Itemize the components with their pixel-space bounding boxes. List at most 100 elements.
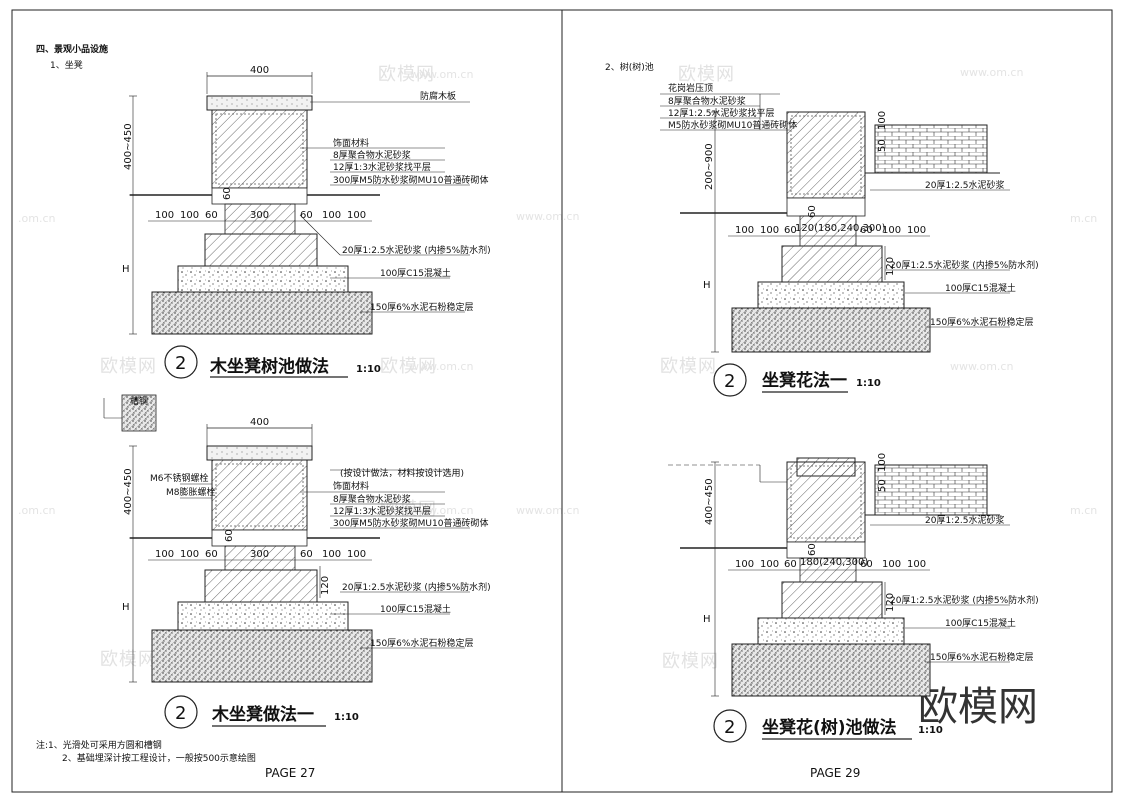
watermark-brand: 欧模网 xyxy=(660,356,717,377)
detail-title: 坐凳花(树)池做法 xyxy=(762,717,897,738)
watermark-brand: 欧模网 xyxy=(662,651,719,672)
brick-wall xyxy=(211,109,308,189)
watermark-brand: 欧模网 xyxy=(100,356,157,377)
concrete-base xyxy=(757,617,905,645)
bottom-dim: 100 xyxy=(882,559,901,570)
bottom-dim: 60 xyxy=(784,559,797,570)
dim-120: 120 xyxy=(320,576,331,595)
bottom-dim: 100 xyxy=(347,210,366,221)
leader-label: 20厚1:2.5水泥砂浆 (内掺5%防水剂) xyxy=(890,594,1039,606)
brick-wall xyxy=(786,461,866,543)
bottom-dim: 100 xyxy=(347,549,366,560)
leader-label: 150厚6%水泥石粉稳定层 xyxy=(930,651,1033,663)
height-dimension: 200~900 xyxy=(704,143,715,190)
detail-scale: 1:10 xyxy=(356,364,381,375)
concrete-base xyxy=(757,281,905,309)
detail-bench-tree-pool-1: 花岗岩压顶 8厚聚合物水泥砂浆 12厚1:2.5水泥砂浆找平层 M5防水砂浆砌M… xyxy=(660,82,1039,397)
bottom-dim: 100 xyxy=(760,225,779,236)
height-dimension: 400~450 xyxy=(123,123,134,170)
bottom-dim: 60 xyxy=(860,559,873,570)
h-dimension: H xyxy=(122,602,130,613)
page-number: PAGE 27 xyxy=(265,766,315,780)
detail-scale: 1:10 xyxy=(856,378,881,389)
wood-seat-cap xyxy=(206,95,313,111)
watermark-url: www.om.cn xyxy=(950,360,1013,373)
dim-120: 120 xyxy=(885,257,896,276)
bottom-dim: 100 xyxy=(155,549,174,560)
footing xyxy=(204,569,318,603)
dim-120: 120 xyxy=(885,593,896,612)
bottom-dim: 100 xyxy=(760,559,779,570)
leader-label: 300厚M5防水砂浆砌MU10普通砖砌体 xyxy=(333,174,488,186)
leader-label: 150厚6%水泥石粉稳定层 xyxy=(370,637,473,649)
detail-title: 坐凳花法一 xyxy=(762,370,847,391)
footing xyxy=(204,233,318,267)
leader-label: 20厚1:2.5水泥砂浆 xyxy=(925,179,1005,191)
page-frame-right xyxy=(561,9,1113,793)
leader-label: 花岗岩压顶 xyxy=(668,82,713,94)
gravel-base xyxy=(151,291,373,335)
detail-number-circle xyxy=(164,695,198,729)
leader-label: 100厚C15混凝土 xyxy=(945,282,1016,294)
leader-label: 100厚C15混凝土 xyxy=(945,617,1016,629)
main-dimension: 120(180,240,300) xyxy=(795,223,886,234)
steel-label: 槽钢 xyxy=(130,395,148,407)
h-dimension: H xyxy=(703,280,711,291)
detail-title: 木坐凳树池做法 xyxy=(209,356,329,377)
watermark-brand: 欧模网 xyxy=(678,64,735,85)
leader-label: 20厚1:2.5水泥砂浆 (内掺5%防水剂) xyxy=(890,259,1039,271)
bottom-dim: 100 xyxy=(180,210,199,221)
detail-scale: 1:10 xyxy=(918,725,943,736)
gravel-base xyxy=(731,643,931,697)
footing xyxy=(781,245,883,283)
leader-label: 20厚1:2.5水泥砂浆 (内掺5%防水剂) xyxy=(342,244,491,256)
bottom-dim: 100 xyxy=(735,225,754,236)
step-dimension: 60 xyxy=(224,529,235,542)
bottom-dim: 60 xyxy=(205,549,218,560)
note-line: 2、基础埋深计按工程设计，一般按500示意绘图 xyxy=(62,752,256,764)
bottom-dim: 100 xyxy=(735,559,754,570)
watermark-brand: 欧模网 xyxy=(380,356,437,377)
width-dimension: 400 xyxy=(250,65,269,76)
page-number: PAGE 29 xyxy=(810,766,860,780)
pave-dim: 100 xyxy=(877,453,888,472)
detail-title: 木坐凳做法一 xyxy=(211,704,314,725)
concrete-base xyxy=(177,265,349,293)
bottom-dim: 300 xyxy=(250,210,269,221)
paving xyxy=(874,124,988,174)
wood-seat-cap xyxy=(206,445,313,461)
bottom-dim: 60 xyxy=(784,225,797,236)
pave-dim: 50 xyxy=(877,479,888,492)
detail-number: 2 xyxy=(724,371,735,392)
bottom-dim: 100 xyxy=(322,549,341,560)
watermark-layer: 欧模网 www.om.cn 欧模网 欧模网 www.om.cn 欧模网 欧模网 … xyxy=(18,64,1097,730)
leader-label: 20厚1:2.5水泥砂浆 (内掺5%防水剂) xyxy=(342,581,491,593)
leader-label: 150厚6%水泥石粉稳定层 xyxy=(930,316,1033,328)
height-dimension: 400~450 xyxy=(704,478,715,525)
h-dimension: H xyxy=(703,614,711,625)
height-dimension: 400~450 xyxy=(123,468,134,515)
leader-label: 20厚1:2.5水泥砂浆 xyxy=(925,514,1005,526)
width-dimension: 400 xyxy=(250,417,269,428)
step-dimension: 60 xyxy=(807,205,818,218)
detail-bench-tree-pool-2: 100 50 60 400~450 H 100 100 60 60 100 10… xyxy=(668,453,1039,743)
leader-label: 饰面材料 xyxy=(333,137,369,149)
section-heading: 四、景观小品设施 xyxy=(36,43,108,55)
watermark-url: .om.cn xyxy=(18,504,55,517)
leader-label: 8厚聚合物水泥砂浆 xyxy=(668,95,746,107)
detail-wood-bench: 400 60 400~450 H 100 100 60 300 60 100 1… xyxy=(122,417,491,729)
sub-heading: 1、坐凳 xyxy=(50,60,83,71)
detail-number: 2 xyxy=(175,703,186,724)
leader-label: 100厚C15混凝土 xyxy=(380,603,451,615)
leader-label: 8厚聚合物水泥砂浆 xyxy=(333,493,411,505)
watermark-url: m.cn xyxy=(1070,212,1097,225)
watermark-url: .om.cn xyxy=(18,212,55,225)
watermark-brand: 欧模网 xyxy=(100,649,157,670)
brick-wall xyxy=(786,111,866,199)
detail-number-circle xyxy=(713,709,747,743)
watermark-logo-text: 欧模网 xyxy=(918,684,1038,730)
bottom-dim: 60 xyxy=(205,210,218,221)
detail-number: 2 xyxy=(724,717,735,738)
pave-dim: 50 xyxy=(877,139,888,152)
side-label: M6不锈钢螺栓 xyxy=(150,472,209,484)
